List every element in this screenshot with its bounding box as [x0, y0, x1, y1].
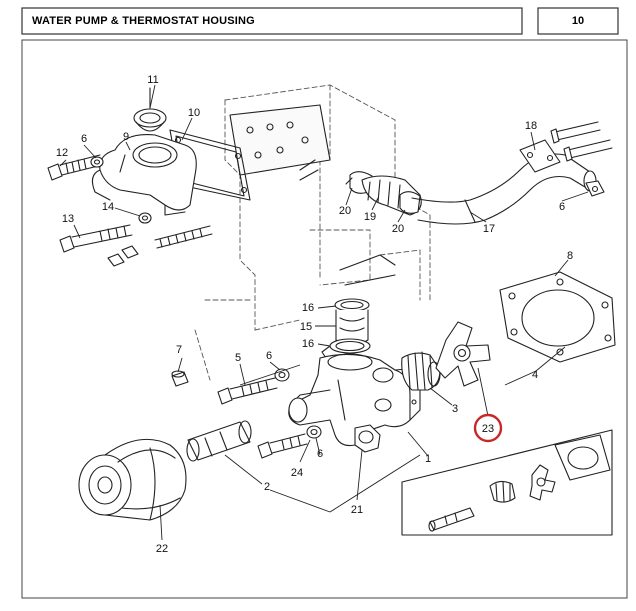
washer-6-right	[585, 180, 605, 197]
callout-20-left: 20	[339, 205, 351, 217]
callout-1: 1	[425, 453, 431, 465]
pump-housing-1	[288, 353, 421, 447]
callout-6-mid: 6	[266, 350, 272, 362]
callout-24: 24	[291, 467, 303, 479]
callout-23: 23	[482, 423, 494, 435]
callout-13: 13	[62, 213, 74, 225]
gasket-8	[499, 271, 616, 363]
page-number: 10	[571, 15, 585, 27]
flange-18	[519, 139, 561, 173]
repair-kit-inset	[401, 429, 613, 536]
callout-22: 22	[156, 543, 168, 555]
callout-5: 5	[235, 352, 241, 364]
callout-21: 21	[351, 504, 363, 516]
callout-3: 3	[452, 403, 458, 415]
engine-block-face	[229, 104, 396, 286]
dowel-7	[171, 370, 189, 387]
washer-6-lower	[306, 425, 322, 439]
bolt-24	[257, 433, 308, 459]
callout-11: 11	[147, 74, 158, 86]
callout-16-lower: 16	[302, 338, 314, 350]
callout-15: 15	[300, 321, 312, 333]
callout-6-lower: 6	[317, 448, 323, 460]
bolt-12	[47, 154, 103, 181]
callout-6-top-left: 6	[81, 133, 87, 145]
thermostat-11	[133, 87, 167, 132]
pulley-22	[78, 438, 187, 521]
stud-bolt-left	[154, 225, 213, 249]
washer-6-left	[90, 156, 104, 168]
callout-6-right: 6	[559, 201, 565, 213]
page-title: WATER PUMP & THERMOSTAT HOUSING	[32, 15, 255, 27]
highlight-callout-23: 23	[473, 413, 503, 443]
callout-19: 19	[364, 211, 376, 223]
callout-10: 10	[188, 107, 200, 119]
leader-lines	[59, 84, 589, 541]
title-box	[21, 7, 523, 35]
callout-17: 17	[483, 223, 495, 235]
engine-block-outline	[194, 84, 431, 381]
callout-16-upper: 16	[302, 302, 314, 314]
bearing-seal-3	[401, 351, 441, 391]
callout-12: 12	[56, 147, 68, 159]
shaft-2	[186, 420, 252, 462]
hose-16-upper	[334, 298, 370, 312]
callout-7: 7	[176, 344, 182, 356]
pump-body-21	[354, 424, 381, 453]
bolt-13	[59, 224, 133, 253]
callout-9: 9	[123, 131, 129, 143]
nut-left	[107, 245, 139, 267]
callout-20-right: 20	[392, 223, 404, 235]
drawing-frame	[21, 39, 628, 599]
hose-clamp-20-b	[399, 191, 421, 214]
callout-18: 18	[525, 120, 537, 132]
callout-8: 8	[567, 250, 573, 262]
callout-4: 4	[532, 369, 538, 381]
bolt-5	[217, 377, 278, 405]
washer-14	[138, 212, 152, 224]
bolts-18-group	[550, 121, 613, 162]
page-number-box	[537, 7, 619, 35]
callout-14: 14	[102, 201, 114, 213]
impeller-23	[435, 321, 491, 387]
callout-2: 2	[264, 481, 270, 493]
thermostat-housing-9	[91, 134, 197, 216]
pipe-17	[411, 153, 597, 225]
